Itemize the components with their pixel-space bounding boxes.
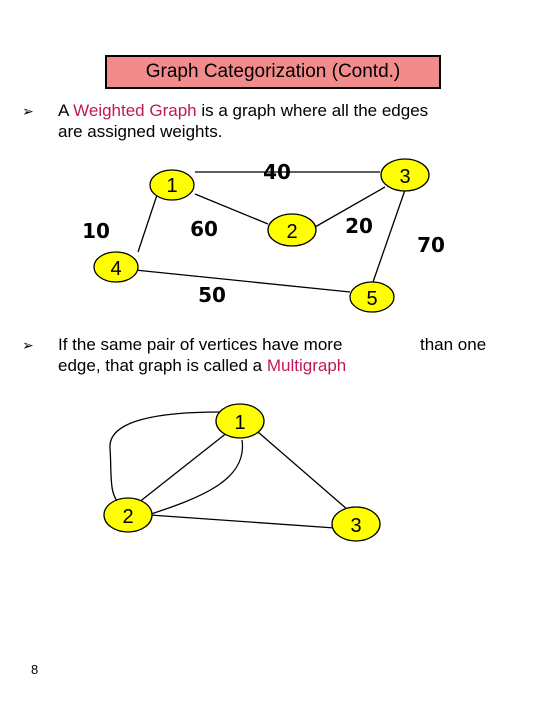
bullet-weighted-prefix: A bbox=[58, 101, 74, 120]
weight-2-3: 20 bbox=[345, 214, 373, 238]
bullet-weighted-graph: ➢ A Weighted Graph is a graph where all … bbox=[22, 100, 522, 144]
multi-node-3-label: 3 bbox=[350, 515, 361, 537]
weight-1-3: 40 bbox=[263, 160, 291, 184]
multi-node-3: 3 bbox=[331, 506, 381, 542]
node-1-label: 1 bbox=[166, 175, 177, 197]
bullet-multigraph-line2: edge, that graph is called a Multigraph bbox=[58, 355, 346, 376]
node-4-label: 4 bbox=[110, 258, 121, 280]
node-5: 5 bbox=[349, 281, 395, 313]
bullet-weighted-line2: are assigned weights. bbox=[58, 122, 223, 141]
arrow-bullet-icon: ➢ bbox=[22, 337, 34, 353]
node-2-label: 2 bbox=[286, 221, 297, 243]
slide-title-text: Graph Categorization (Contd.) bbox=[145, 61, 401, 82]
multigraph-term: Multigraph bbox=[266, 356, 347, 375]
multigraph-nodes: 1 2 3 bbox=[103, 403, 381, 542]
weighted-graph-edges bbox=[134, 171, 406, 293]
multi-edge-1-2-outer bbox=[109, 411, 221, 507]
weight-1-4: 10 bbox=[82, 219, 110, 243]
node-4: 4 bbox=[93, 251, 139, 283]
multi-edge-1-2-direct bbox=[137, 431, 229, 504]
edge-1-2 bbox=[194, 193, 269, 225]
edge-4-5 bbox=[134, 269, 351, 293]
weight-1-2: 60 bbox=[190, 217, 218, 241]
bullet-multigraph: ➢ If the same pair of vertices have more… bbox=[22, 334, 522, 378]
multi-edge-2-3 bbox=[149, 514, 336, 529]
page-number: 8 bbox=[31, 662, 39, 677]
edge-3-5 bbox=[372, 189, 406, 283]
node-2: 2 bbox=[267, 213, 317, 247]
node-1: 1 bbox=[149, 169, 195, 201]
weighted-graph-weights: 40 10 60 20 70 50 bbox=[82, 160, 445, 307]
multi-node-1: 1 bbox=[215, 403, 265, 439]
multi-node-2-label: 2 bbox=[122, 506, 133, 528]
node-3-label: 3 bbox=[399, 166, 410, 188]
slide-title: Graph Categorization (Contd.) bbox=[105, 55, 441, 89]
bullet-multigraph-line1: If the same pair of vertices have more bbox=[58, 335, 343, 354]
arrow-bullet-icon: ➢ bbox=[22, 103, 34, 119]
bullet-weighted-rest: is a graph where all the edges bbox=[196, 101, 429, 120]
bullet-weighted-line1: A Weighted Graph is a graph where all th… bbox=[58, 100, 428, 121]
weight-4-5: 50 bbox=[198, 283, 226, 307]
bullet-multigraph-prefix: edge, that graph is called a bbox=[58, 356, 267, 375]
node-3: 3 bbox=[380, 158, 430, 192]
edge-2-3 bbox=[314, 186, 386, 228]
weighted-graph-nodes: 1 2 3 4 5 bbox=[93, 158, 430, 313]
multi-node-1-label: 1 bbox=[234, 412, 245, 434]
edge-1-4 bbox=[137, 191, 159, 253]
bullet-multigraph-line1-end: than one bbox=[420, 335, 487, 354]
multi-node-2: 2 bbox=[103, 497, 153, 533]
node-5-label: 5 bbox=[366, 288, 377, 310]
multigraph-edges bbox=[109, 411, 349, 529]
multi-edge-1-2-inner bbox=[147, 439, 244, 516]
weighted-graph-term: Weighted Graph bbox=[73, 101, 197, 120]
multi-edge-1-3 bbox=[257, 431, 349, 511]
weight-3-5: 70 bbox=[417, 233, 445, 257]
